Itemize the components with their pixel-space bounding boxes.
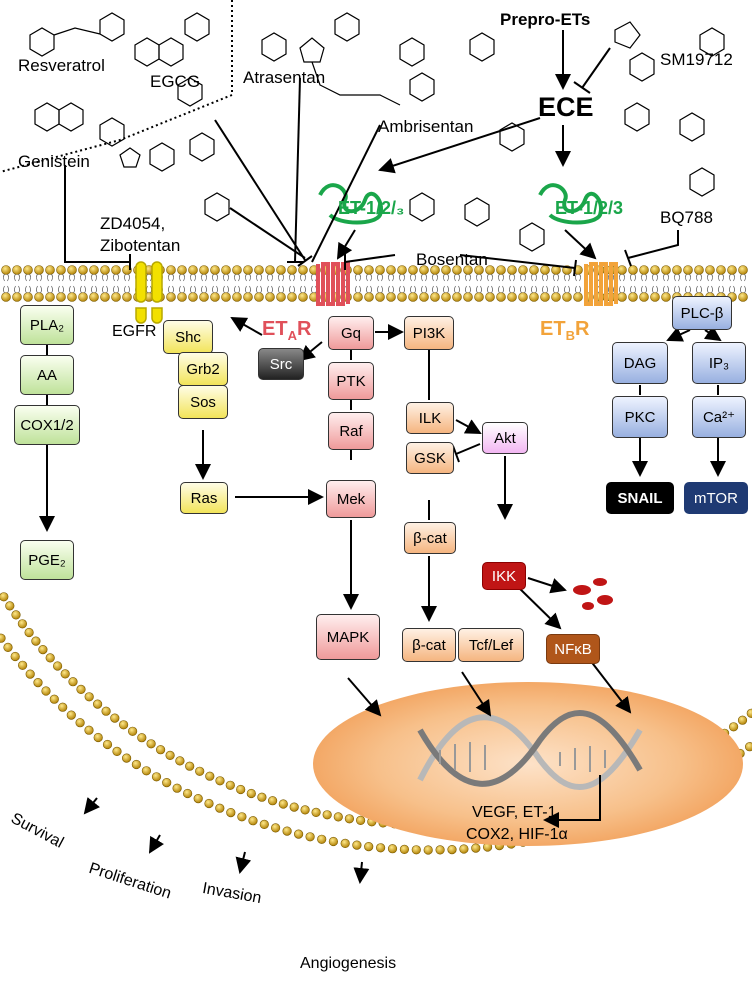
node-bcat-nuclear: β-cat: [402, 628, 456, 662]
etb-receptor-icon: [584, 262, 618, 306]
etb-main: ET: [540, 318, 566, 340]
node-ca: Ca²⁺: [692, 396, 746, 438]
nucleus: [313, 682, 743, 846]
et-ligand-left-icon: [318, 183, 383, 225]
eta-tail: R: [296, 318, 312, 340]
target-genes-line1: VEGF, ET-1: [472, 804, 557, 821]
degraded-ikb-icon: [573, 578, 613, 610]
node-pla2: PLA₂: [20, 305, 74, 345]
etb-tail: R: [574, 318, 590, 340]
inhibitor-genistein: Genistein: [18, 152, 90, 171]
node-mtor: mTOR: [684, 482, 748, 514]
egfr-receptor-icon: [135, 261, 163, 324]
node-dag: DAG: [612, 342, 668, 384]
inhibitor-sm19712: SM19712: [660, 50, 733, 69]
node-pkc: PKC: [612, 396, 668, 438]
node-mek: Mek: [326, 480, 376, 518]
node-ikk: IKK: [482, 562, 526, 590]
node-src: Src: [258, 348, 304, 380]
node-mapk: MAPK: [316, 614, 380, 660]
node-plc-beta: PLC-β: [672, 296, 732, 330]
node-bcat-cytoplasm: β-cat: [404, 522, 456, 554]
ece-label: ECE: [538, 92, 594, 122]
eta-receptor-icon: [316, 262, 350, 306]
target-genes-line2: COX2, HIF-1α: [466, 826, 568, 843]
node-sos: Sos: [178, 385, 228, 419]
eta-receptor-label: ETAR: [262, 318, 311, 343]
node-akt: Akt: [482, 422, 528, 454]
et-ligand-right-label: ET-1/2/3: [555, 198, 624, 218]
inhibitor-separator: [0, 0, 233, 173]
node-grb2: Grb2: [178, 352, 228, 386]
node-ilk: ILK: [406, 402, 454, 434]
node-pi3k: PI3K: [404, 316, 454, 350]
node-cox: COX1/2: [14, 405, 80, 445]
inhibitor-bq788: BQ788: [660, 208, 713, 227]
node-snail: SNAIL: [606, 482, 674, 514]
eta-main: ET: [262, 318, 288, 340]
etb-receptor-label: ETBR: [540, 318, 589, 343]
egfr-label: EGFR: [112, 323, 157, 340]
node-pge2: PGE₂: [20, 540, 74, 580]
node-ip3: IP₃: [692, 342, 746, 384]
pathway-connectors: [39, 30, 726, 884]
node-nfkb: NFκB: [546, 634, 600, 664]
inhibitor-atrasentan: Atrasentan: [243, 68, 326, 87]
node-gsk: GSK: [406, 442, 454, 474]
node-shc: Shc: [163, 320, 213, 354]
inhibitor-zd4054: ZD4054,: [100, 214, 166, 233]
node-ras: Ras: [180, 482, 228, 514]
outcome-angiogenesis: Angiogenesis: [300, 955, 397, 972]
inhibitor-bosentan: Bosentan: [416, 250, 488, 269]
plasma-membrane: [1, 265, 748, 302]
chemical-structures: [29, 12, 725, 252]
inhibitor-ambrisentan: Ambrisentan: [378, 117, 474, 136]
inhibitor-egcg: EGCG: [150, 72, 201, 91]
et-ligand-left-label: ET-1/2/₃: [338, 198, 405, 218]
dna-helix-icon: [417, 710, 643, 790]
et-ligand-right-icon: [538, 183, 603, 225]
node-raf: Raf: [328, 412, 374, 450]
node-tcf-lef: Tcf/Lef: [458, 628, 524, 662]
node-aa: AA: [20, 355, 74, 395]
eta-sub: A: [287, 328, 297, 343]
inhibitor-resveratrol: Resveratrol: [18, 56, 105, 75]
inhibitor-zibotentan: Zibotentan: [100, 236, 181, 255]
etb-sub: B: [565, 328, 575, 343]
prepro-ets-label: Prepro-ETs: [500, 10, 591, 29]
node-gq: Gq: [328, 316, 374, 350]
node-ptk: PTK: [328, 362, 374, 400]
